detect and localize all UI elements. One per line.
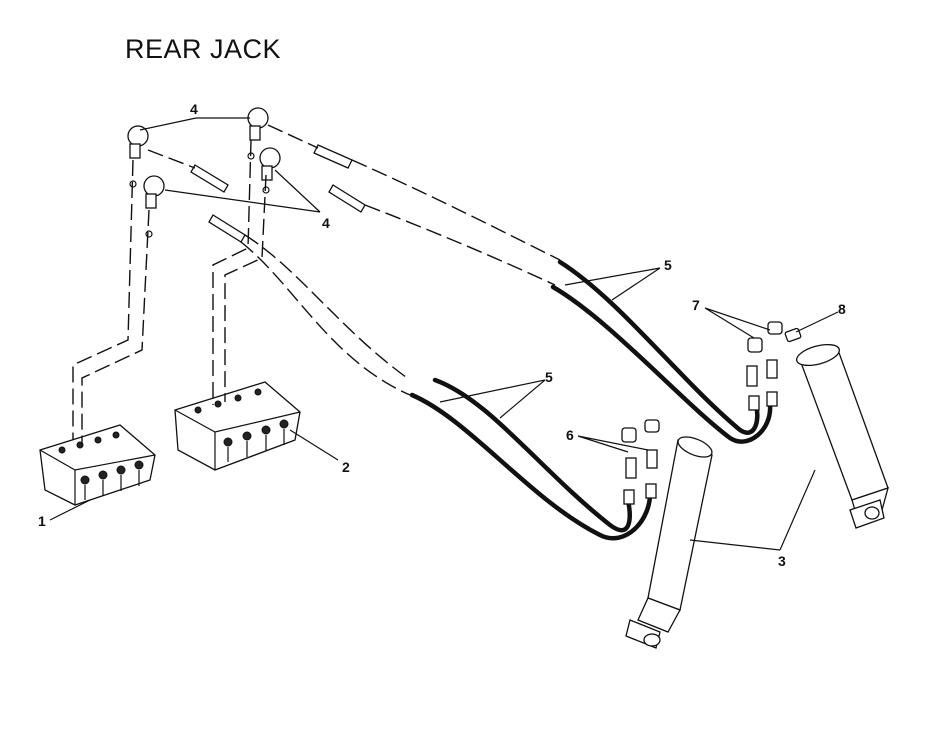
callout-3: 3	[778, 553, 786, 569]
hoses-5	[409, 259, 773, 541]
callout-4b: 4	[322, 215, 330, 231]
elbow-fitting	[143, 175, 165, 209]
callout-6: 6	[566, 427, 574, 443]
elbow-fitting	[247, 107, 269, 141]
hose-end-fittings	[190, 144, 366, 243]
hoses-dashed	[240, 159, 561, 396]
dash-link	[147, 149, 196, 169]
control-valve-2	[174, 381, 301, 471]
hydraulic-cylinder-front	[625, 436, 713, 649]
control-valve-1	[39, 424, 156, 506]
callout-8: 8	[838, 301, 846, 317]
fittings-6	[621, 419, 660, 505]
fittings-7	[746, 321, 783, 411]
callout-5b: 5	[545, 369, 553, 385]
leader-lines	[49, 117, 839, 551]
elbow-fitting	[127, 125, 149, 159]
diagram-title: REAR JACK	[125, 34, 282, 64]
callout-2: 2	[342, 459, 350, 475]
callout-4a: 4	[190, 101, 198, 117]
callout-1: 1	[38, 513, 46, 529]
dash-link	[267, 124, 319, 149]
hydraulic-cylinder-rear	[795, 343, 889, 529]
pressure-lines	[72, 139, 267, 445]
elbow-fitting	[259, 147, 281, 181]
callout-7: 7	[692, 297, 700, 313]
callout-5a: 5	[664, 257, 672, 273]
